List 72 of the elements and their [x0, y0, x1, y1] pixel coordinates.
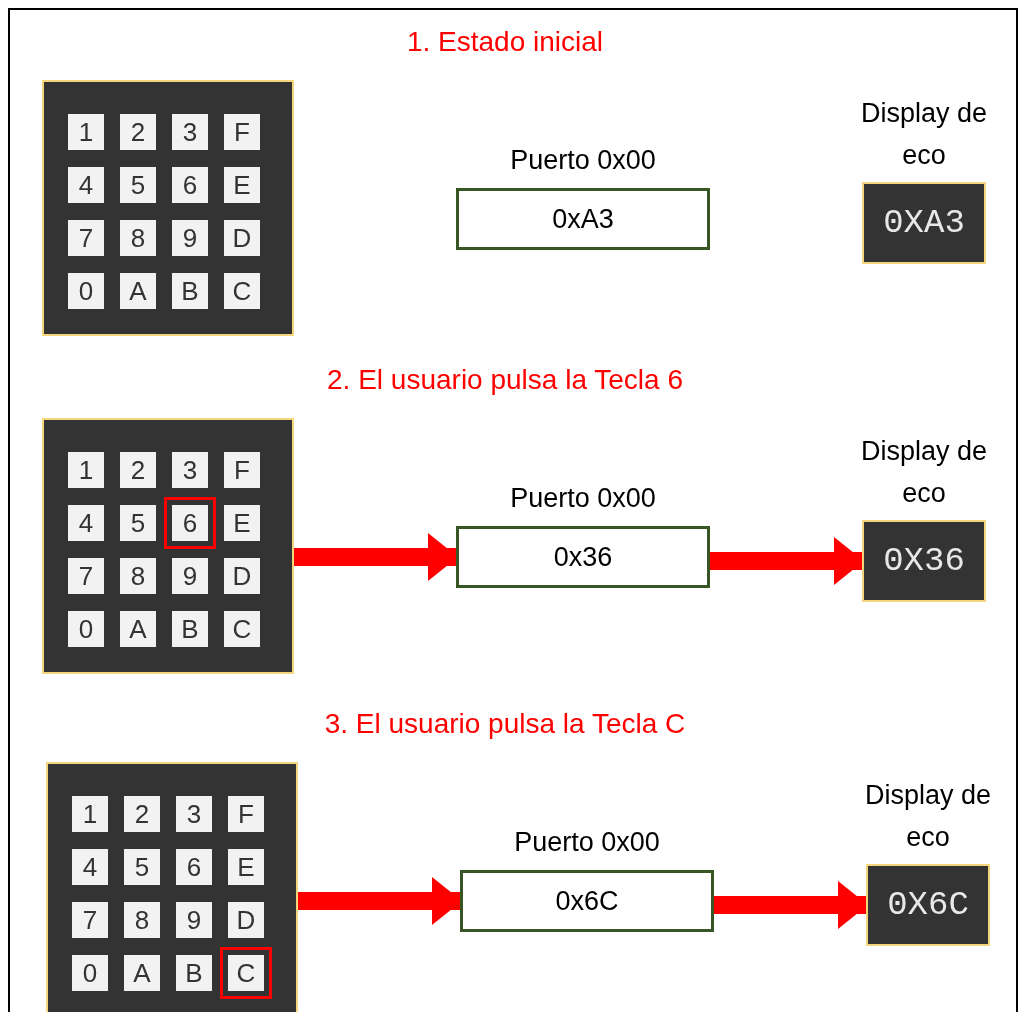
- keypad-key: 4: [68, 167, 104, 203]
- keypad-key: 6: [172, 167, 208, 203]
- keypad-key: 7: [72, 902, 108, 938]
- port-value: 0xA3: [552, 203, 614, 235]
- keypad-key: 7: [68, 220, 104, 256]
- keypad-key: D: [228, 902, 264, 938]
- arrow: [298, 877, 462, 925]
- keypad-key: A: [120, 611, 156, 647]
- keypad-key: B: [176, 955, 212, 991]
- keypad-key: A: [120, 273, 156, 309]
- keypad-key: E: [224, 167, 260, 203]
- keypad-key: 6: [172, 505, 208, 541]
- arrow: [294, 533, 458, 581]
- keypad-key: 6: [176, 849, 212, 885]
- display-label: Display de eco: [863, 779, 993, 854]
- keypad-key: 0: [72, 955, 108, 991]
- keypad-key: 5: [120, 167, 156, 203]
- keypad-key: E: [228, 849, 264, 885]
- keypad-key: 2: [120, 114, 156, 150]
- keypad-key: 8: [120, 558, 156, 594]
- display-value: 0X6C: [887, 886, 969, 924]
- keypad-key: B: [172, 273, 208, 309]
- keypad-key: 7: [68, 558, 104, 594]
- port-value: 0x36: [553, 541, 613, 573]
- keypad: [42, 80, 294, 336]
- arrow: [710, 537, 864, 585]
- keypad-key: D: [224, 220, 260, 256]
- keypad-key: 0: [68, 273, 104, 309]
- keypad-key: 3: [172, 452, 208, 488]
- keypad-key: 9: [172, 220, 208, 256]
- keypad-key: 1: [68, 114, 104, 150]
- keypad-key: B: [172, 611, 208, 647]
- keypad-key: C: [228, 955, 264, 991]
- keypad-key: 1: [72, 796, 108, 832]
- keypad-key: E: [224, 505, 260, 541]
- keypad-key: 2: [120, 452, 156, 488]
- keypad: [42, 418, 294, 674]
- arrow: [714, 881, 868, 929]
- keypad-key: F: [224, 452, 260, 488]
- keypad-key: F: [228, 796, 264, 832]
- highlight-frame: [164, 497, 216, 549]
- keypad-key: 3: [172, 114, 208, 150]
- port-label: Puerto 0x00: [513, 826, 661, 859]
- highlight-frame: [220, 947, 272, 999]
- step-title: 1. Estado inicial: [406, 26, 604, 57]
- step-title: 3. El usuario pulsa la Tecla C: [324, 708, 686, 739]
- keypad-key: 8: [124, 902, 160, 938]
- port-value: 0x6C: [555, 885, 619, 917]
- keypad-key: 4: [68, 505, 104, 541]
- port-label: Puerto 0x00: [509, 144, 657, 177]
- keypad-key: 1: [68, 452, 104, 488]
- display-value: 0XA3: [883, 204, 965, 242]
- keypad-key: 0: [68, 611, 104, 647]
- step-title: 2. El usuario pulsa la Tecla 6: [327, 364, 683, 395]
- keypad: [46, 762, 298, 1012]
- display-label: Display de eco: [859, 97, 989, 172]
- keypad-key: A: [124, 955, 160, 991]
- keypad-key: D: [224, 558, 260, 594]
- keypad-key: 2: [124, 796, 160, 832]
- display-label: Display de eco: [859, 435, 989, 510]
- keypad-key: 4: [72, 849, 108, 885]
- keypad-key: 5: [120, 505, 156, 541]
- keypad-key: 9: [172, 558, 208, 594]
- port-label: Puerto 0x00: [509, 482, 657, 515]
- keypad-key: 5: [124, 849, 160, 885]
- keypad-key: C: [224, 273, 260, 309]
- keypad-key: 3: [176, 796, 212, 832]
- keypad-key: 8: [120, 220, 156, 256]
- keypad-key: C: [224, 611, 260, 647]
- keypad-key: F: [224, 114, 260, 150]
- keypad-key: 9: [176, 902, 212, 938]
- display-value: 0X36: [883, 542, 965, 580]
